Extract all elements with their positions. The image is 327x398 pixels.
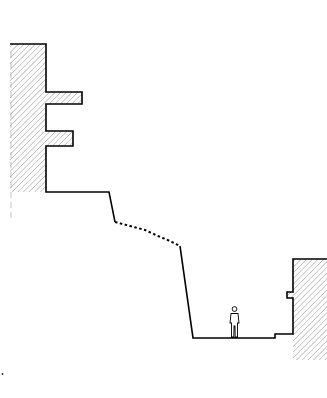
dotted-slope [114, 221, 181, 247]
right-cliff-hatch [287, 259, 327, 360]
terrain-profile-canyon [179, 245, 327, 339]
terrain-profile-left [10, 43, 116, 223]
reference-dot [1, 373, 4, 375]
standing-person-icon [229, 306, 240, 338]
